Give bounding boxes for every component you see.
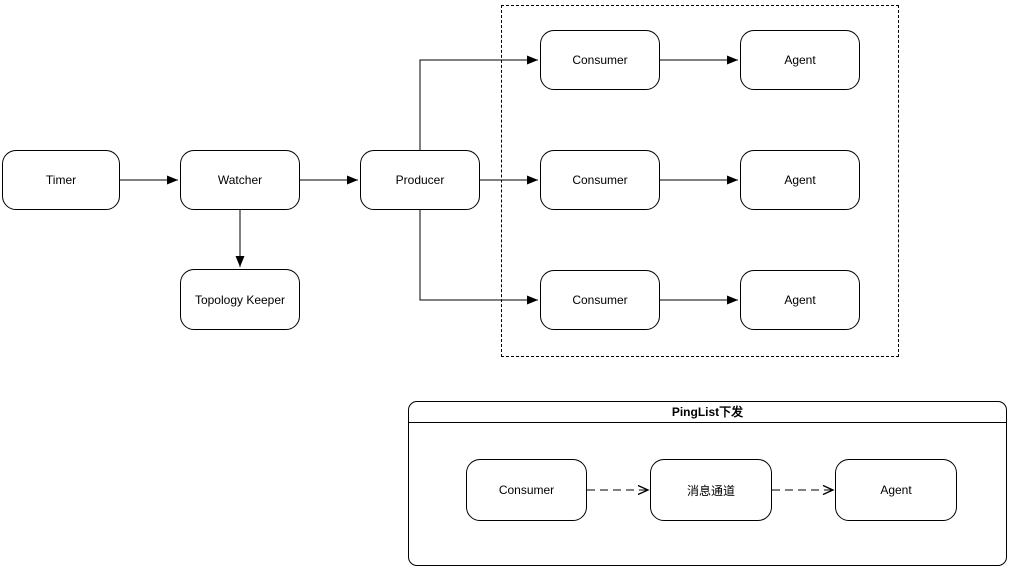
node-consumer-top: Consumer — [540, 30, 660, 90]
node-topology-keeper-label: Topology Keeper — [194, 292, 286, 307]
node-timer: Timer — [2, 150, 120, 210]
node-producer: Producer — [360, 150, 480, 210]
node-pinglist-agent-label: Agent — [880, 483, 912, 497]
node-agent-top: Agent — [740, 30, 860, 90]
node-pinglist-agent: Agent — [835, 459, 957, 521]
node-consumer-bottom-label: Consumer — [572, 293, 628, 307]
node-agent-top-label: Agent — [784, 53, 816, 67]
node-producer-label: Producer — [395, 173, 445, 187]
node-consumer-middle-label: Consumer — [572, 173, 628, 187]
node-watcher: Watcher — [180, 150, 300, 210]
pinglist-group-title: PingList下发 — [409, 402, 1006, 423]
node-message-channel: 消息通道 — [650, 459, 772, 521]
node-timer-label: Timer — [45, 173, 77, 187]
node-agent-bottom-label: Agent — [784, 293, 816, 307]
node-consumer-middle: Consumer — [540, 150, 660, 210]
node-pinglist-consumer-label: Consumer — [498, 483, 555, 497]
node-agent-middle-label: Agent — [784, 173, 816, 187]
node-topology-keeper: Topology Keeper — [180, 269, 300, 330]
node-agent-bottom: Agent — [740, 270, 860, 330]
node-consumer-bottom: Consumer — [540, 270, 660, 330]
node-consumer-top-label: Consumer — [572, 53, 628, 67]
node-pinglist-consumer: Consumer — [466, 459, 587, 521]
node-message-channel-label: 消息通道 — [686, 483, 735, 498]
consumer-agent-group-frame — [501, 5, 899, 357]
node-agent-middle: Agent — [740, 150, 860, 210]
node-watcher-label: Watcher — [217, 173, 263, 187]
